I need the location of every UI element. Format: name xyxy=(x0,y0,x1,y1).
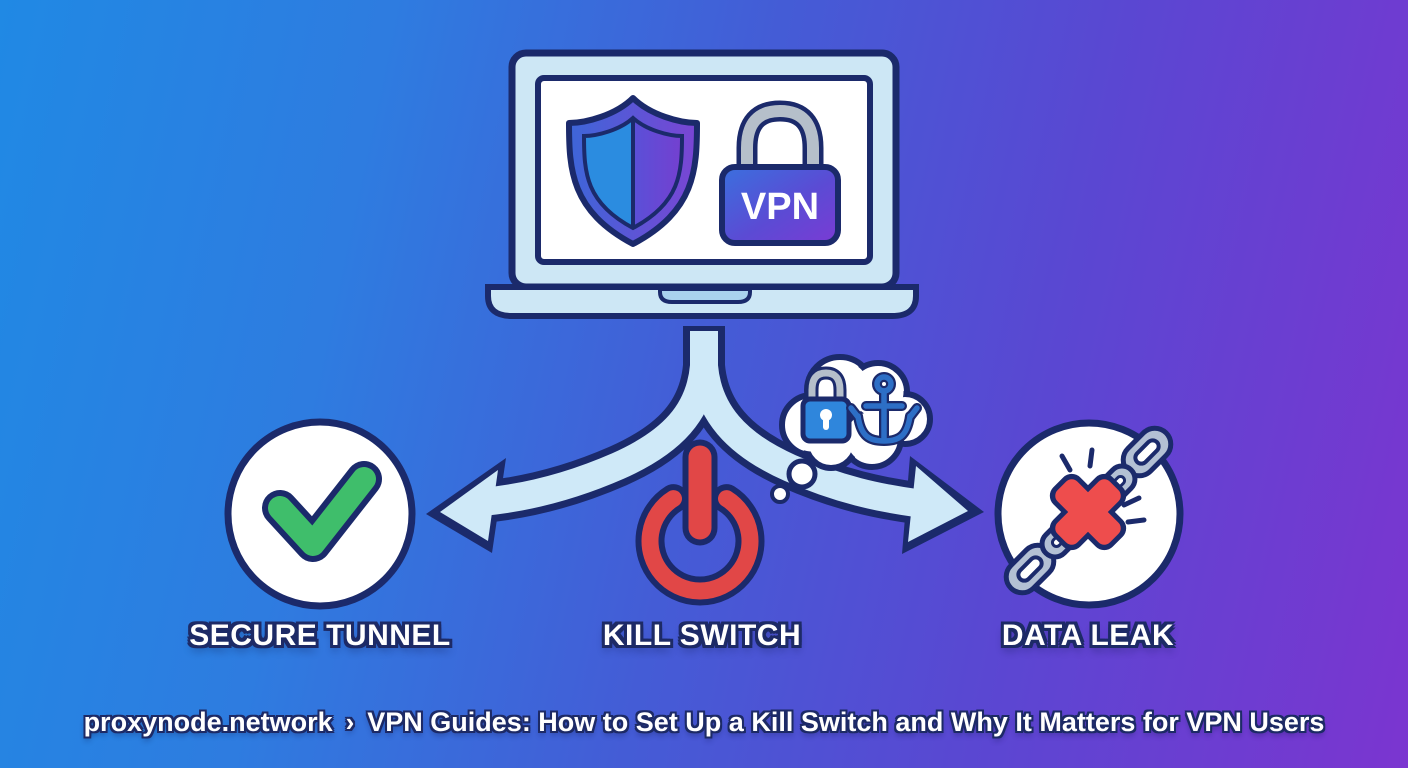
thought-bubble-small xyxy=(770,484,790,504)
node-label-secure-tunnel: SECURE TUNNEL xyxy=(189,619,451,652)
cloud-anchor-icon xyxy=(846,372,922,447)
breadcrumb: proxynode.network › VPN Guides: How to S… xyxy=(84,707,1325,738)
data-leak-node xyxy=(994,419,1184,609)
breadcrumb-separator-icon: › xyxy=(345,707,355,737)
node-label-data-leak: DATA LEAK xyxy=(1001,619,1175,652)
thought-cloud xyxy=(770,354,933,504)
vpn-lock-icon: VPN xyxy=(719,100,841,246)
secure-tunnel-node xyxy=(224,418,416,610)
node-label-kill-switch: KILL SWITCH xyxy=(602,619,802,652)
x-icon xyxy=(1049,473,1127,551)
breadcrumb-site-link[interactable]: proxynode.network xyxy=(83,707,333,737)
vpn-badge: VPN xyxy=(741,186,819,228)
broken-chain-icon xyxy=(1003,425,1174,596)
laptop-icon: VPN xyxy=(485,49,919,319)
shield-icon xyxy=(566,95,700,247)
checkmark-icon xyxy=(262,461,382,562)
cloud-lock-icon xyxy=(800,366,852,444)
break-sparks-icon xyxy=(1059,447,1147,525)
power-icon xyxy=(635,439,765,606)
breadcrumb-page-title: VPN Guides: How to Set Up a Kill Switch … xyxy=(367,707,1325,737)
thought-bubble-large xyxy=(786,458,818,490)
